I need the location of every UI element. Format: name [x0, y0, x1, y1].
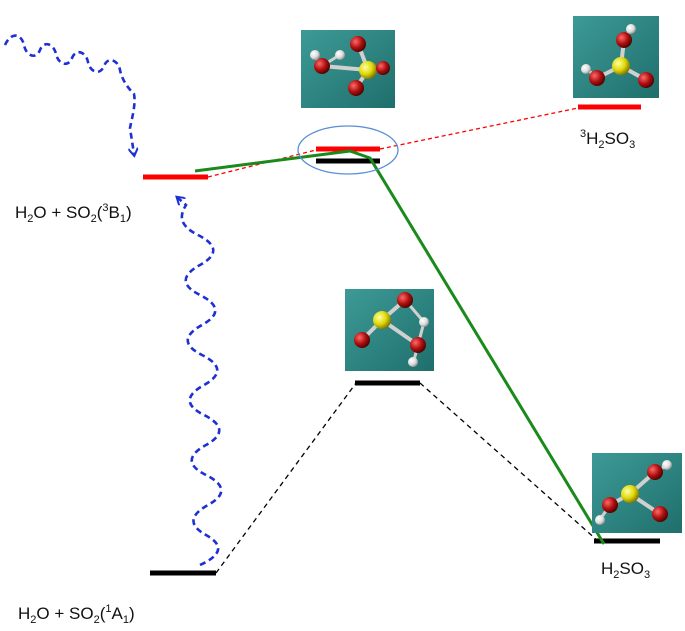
singlet-path-right-dashed: [419, 382, 599, 542]
singlet-path-left-dashed: [215, 382, 357, 574]
product-triplet-label: 3H2SO3: [580, 128, 636, 151]
reaction-path: [194, 149, 606, 545]
triplet-ts-molecule: [301, 30, 395, 108]
triplet-product-molecule: [573, 16, 659, 98]
singlet-ts-molecule: [345, 289, 434, 371]
reactant-triplet-label: H2O + SO2(3B1): [15, 202, 132, 225]
excitation-arrow: [178, 198, 223, 567]
photon-arrow: [3, 34, 135, 154]
reactant-singlet-label: H2O + SO2(1A1): [18, 603, 135, 626]
singlet-product-molecule: [592, 453, 682, 533]
triplet-path-dashed-left: [207, 149, 317, 178]
product-singlet-label: H2SO3: [601, 559, 651, 581]
crossing-highlight-ellipse: [297, 125, 399, 175]
triplet-path-dashed-right: [379, 107, 579, 150]
